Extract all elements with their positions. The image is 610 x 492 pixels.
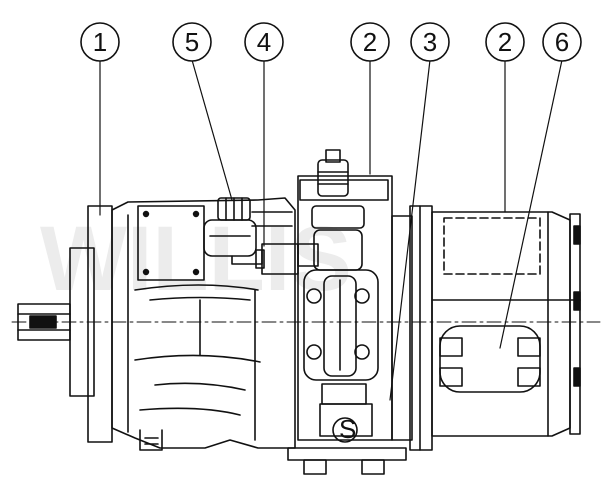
callout-circle-c3	[410, 22, 450, 62]
callout-label-c6: 6	[555, 27, 569, 57]
callout-label-c3: 3	[423, 27, 437, 57]
port-s-label: S	[339, 414, 356, 444]
callout-label-c4: 4	[257, 27, 271, 57]
leader-lines	[99, 59, 563, 401]
callout-label-c5: 5	[185, 27, 199, 57]
callout-group: 1 5 4 2 3 2 6	[80, 22, 582, 62]
callout-circle-c2a	[350, 22, 390, 62]
port-fitting	[203, 197, 263, 265]
watermark-text: WILLIS	[40, 208, 352, 310]
callout-circle-c1	[80, 22, 120, 62]
callout-circle-c6	[542, 22, 582, 62]
callout-circle-c4	[244, 22, 284, 62]
port-s: S	[332, 414, 358, 444]
callout-circle-c2b	[485, 22, 525, 62]
callout-label-c2a: 2	[363, 27, 377, 57]
callout-label-c1: 1	[93, 27, 107, 57]
callout-circle-c5	[172, 22, 212, 62]
main-housing	[111, 197, 296, 451]
gear-pump	[431, 211, 581, 437]
callout-label-c2b: 2	[498, 27, 512, 57]
bottom-flange	[287, 447, 407, 475]
